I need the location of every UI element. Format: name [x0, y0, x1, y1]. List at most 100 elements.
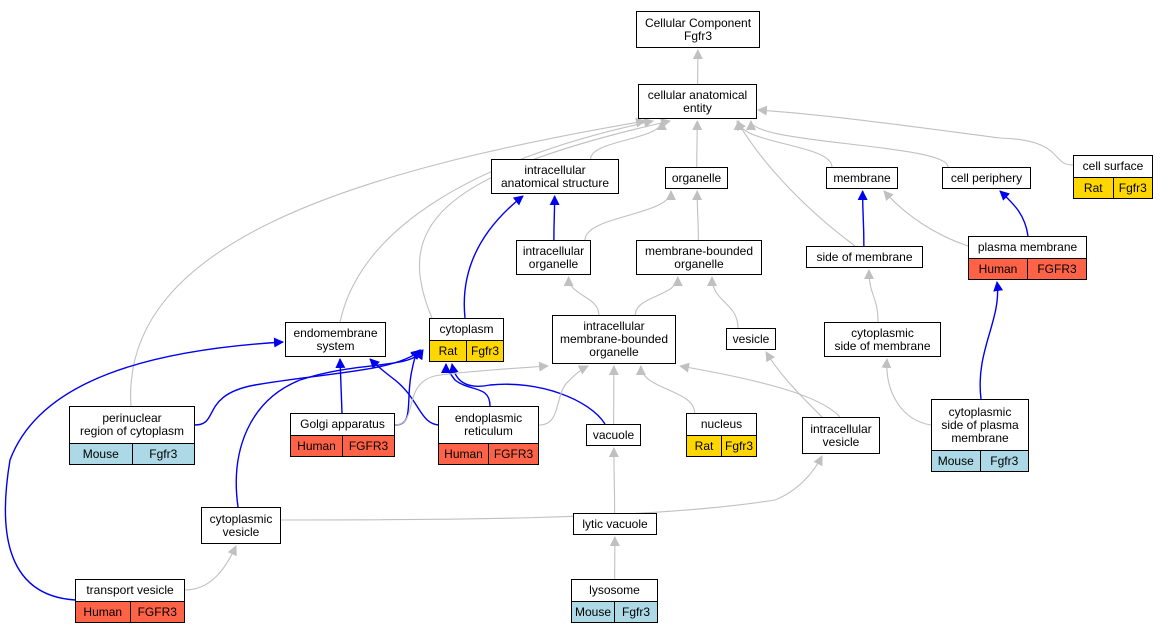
- node-label: cytoplasm: [439, 322, 494, 336]
- species-tag: Rat: [430, 341, 466, 361]
- node-root[interactable]: Cellular Component Fgfr3: [636, 11, 760, 48]
- node-mbo[interactable]: membrane-bounded organelle: [636, 240, 762, 275]
- edge-organelle-to-cae: [692, 120, 703, 168]
- node-label: plasma membrane: [977, 240, 1078, 254]
- edge-tv-to-cv: [184, 545, 237, 591]
- edge-nucleus-to-imbo: [635, 365, 696, 414]
- edge-imbo-to-io: [563, 276, 600, 316]
- node-label: nucleus: [700, 417, 743, 431]
- edge-io-to-ias: [549, 195, 560, 241]
- node-label: intracellular anatomical structure: [500, 162, 610, 190]
- node-label: side of membrane: [816, 249, 913, 264]
- edge-er-to-cyto: [441, 363, 491, 407]
- edge-golgi-to-endo: [335, 358, 346, 414]
- node-membrane[interactable]: membrane: [826, 167, 898, 189]
- node-label: cytoplasmic side of plasma membrane: [941, 404, 1019, 445]
- species-tag: Mouse: [70, 444, 132, 464]
- edge-cspm-to-pm: [979, 281, 1004, 400]
- gene-tag: FGFR3: [1027, 259, 1086, 279]
- node-organelle[interactable]: organelle: [665, 167, 728, 189]
- node-io[interactable]: intracellular organelle: [516, 240, 591, 275]
- node-icv[interactable]: intracellular vesicle: [802, 417, 880, 454]
- node-lv[interactable]: lytic vacuole: [573, 513, 657, 535]
- species-tag: Mouse: [932, 451, 980, 471]
- node-som[interactable]: side of membrane: [806, 246, 923, 268]
- node-label: endoplasmic reticulum: [454, 411, 523, 438]
- node-vacuole[interactable]: vacuole: [586, 424, 641, 446]
- gene-tag: Fgfr3: [979, 451, 1028, 471]
- species-tag: Rat: [1074, 178, 1113, 198]
- edge-cellsurface-to-cae: [757, 105, 1074, 166]
- node-label: Golgi apparatus: [300, 417, 385, 431]
- node-label: cell periphery: [950, 170, 1023, 185]
- node-label: cytoplasmic side of membrane: [834, 325, 931, 353]
- edge-vacuole-to-cyto: [448, 363, 606, 425]
- edge-tv-to-endo: [4, 337, 284, 601]
- node-csm[interactable]: cytoplasmic side of membrane: [824, 322, 941, 357]
- edge-cspm-to-csm: [881, 358, 932, 426]
- node-label: lytic vacuole: [582, 516, 648, 531]
- edge-csm-to-som: [864, 269, 879, 323]
- node-vesicle[interactable]: vesicle: [726, 328, 776, 350]
- edge-er-to-endo: [369, 358, 441, 426]
- edge-mbo-to-organelle: [692, 190, 703, 241]
- node-label: membrane: [833, 170, 891, 185]
- node-imbo[interactable]: intracellular membrane-bounded organelle: [552, 315, 676, 364]
- gene-tag: Fgfr3: [131, 444, 194, 464]
- node-label: intracellular membrane-bounded organelle: [559, 319, 669, 359]
- edge-pm-to-membrane: [883, 190, 969, 247]
- edge-cv-to-cyto: [235, 349, 424, 508]
- node-label: vesicle: [732, 331, 770, 346]
- node-label: membrane-bounded organelle: [644, 243, 754, 271]
- species-tag: Mouse: [572, 602, 614, 622]
- edge-som-to-cae: [736, 120, 856, 247]
- species-tag: Human: [291, 436, 342, 456]
- node-label: cell surface: [1082, 159, 1144, 173]
- gene-tag: Fgfr3: [1112, 178, 1152, 198]
- edge-io-to-organelle: [584, 190, 676, 241]
- species-tag: Human: [969, 259, 1027, 279]
- edge-icv-to-vesicle: [765, 351, 823, 418]
- node-cellperiph[interactable]: cell periphery: [942, 167, 1031, 189]
- edge-perinuc-to-cae: [130, 117, 646, 407]
- edge-vesicle-to-mbo: [707, 276, 739, 329]
- gene-tag: FGFR3: [488, 444, 538, 464]
- node-ias[interactable]: intracellular anatomical structure: [491, 159, 619, 194]
- node-endo[interactable]: endomembrane system: [285, 322, 386, 357]
- edge-cellperiph-to-cae: [746, 120, 949, 168]
- gene-tag: Fgfr3: [721, 436, 756, 456]
- node-label: organelle: [671, 170, 722, 185]
- edge-cv-to-icv: [280, 455, 823, 521]
- species-tag: Human: [76, 602, 130, 622]
- node-label: Cellular Component Fgfr3: [644, 15, 752, 43]
- node-label: lysosome: [589, 583, 640, 597]
- edge-golgi-to-imbo: [394, 361, 549, 426]
- species-tag: Human: [439, 444, 488, 464]
- edge-lv-to-vacuole: [608, 447, 619, 514]
- edge-som-to-membrane: [857, 190, 868, 247]
- edge-imbo-to-mbo: [634, 276, 683, 316]
- node-cv[interactable]: cytoplasmic vesicle: [201, 507, 281, 544]
- node-cae[interactable]: cellular anatomical entity: [638, 84, 757, 119]
- node-label: vacuole: [592, 427, 635, 442]
- node-label: intracellular organelle: [522, 243, 585, 271]
- edge-cyto-to-ias: [463, 195, 524, 319]
- node-label: perinuclear region of cytoplasm: [79, 411, 185, 438]
- gene-tag: Fgfr3: [466, 341, 503, 361]
- edge-pm-to-cellperiph: [999, 190, 1029, 237]
- node-label: intracellular vesicle: [810, 421, 872, 449]
- gene-tag: FGFR3: [342, 436, 394, 456]
- node-label: endomembrane system: [293, 325, 378, 353]
- node-label: transport vesicle: [86, 583, 174, 597]
